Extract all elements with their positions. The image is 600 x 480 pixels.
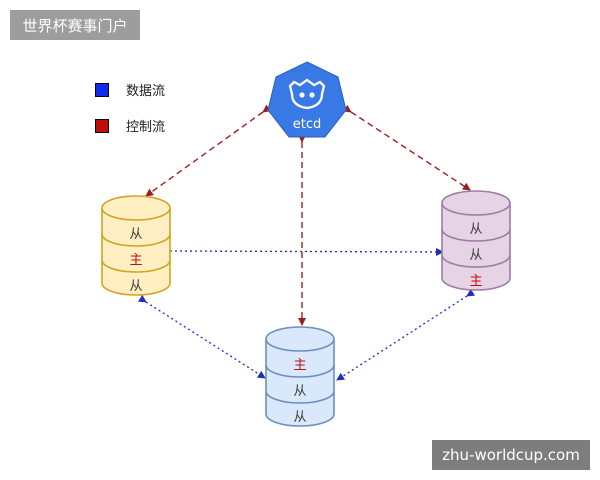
legend-swatch-control-flow <box>95 118 109 133</box>
node-left-role-3: 从 <box>129 279 142 294</box>
node-left-role-2: 主 <box>129 253 142 268</box>
etcd-robot-icon <box>288 78 326 110</box>
node-right: 从 从 主 <box>441 190 511 291</box>
data-flow-right-bottom <box>336 288 476 381</box>
node-right-role-1: 从 <box>469 222 482 237</box>
data-flow-left-bottom <box>137 294 266 379</box>
node-bottom-role-3: 从 <box>293 410 306 425</box>
node-left-role-1: 从 <box>129 227 142 242</box>
etcd-heptagon <box>267 61 347 138</box>
node-right-role-3: 主 <box>469 274 482 289</box>
control-flow-etcd-left <box>145 104 272 197</box>
legend-label-data-flow: 数据流 <box>126 84 166 99</box>
node-bottom-role-1: 主 <box>293 358 306 373</box>
watermark-text: zhu-worldcup.com <box>442 446 580 464</box>
site-banner: 世界杯赛事门户 <box>10 10 140 40</box>
legend-item-data-flow: 数据流 <box>95 80 165 99</box>
node-left: 从 主 从 <box>101 195 171 296</box>
data-flow-left-right <box>162 246 444 256</box>
node-bottom-role-2: 从 <box>293 384 306 399</box>
banner-title: 世界杯赛事门户 <box>22 16 128 35</box>
etcd-label: etcd <box>293 117 322 132</box>
node-bottom: 主 从 从 <box>265 326 335 427</box>
control-flow-etcd-right <box>342 104 471 191</box>
watermark: zhu-worldcup.com <box>432 440 590 470</box>
legend-swatch-data-flow <box>95 82 109 97</box>
node-right-role-2: 从 <box>469 248 482 263</box>
etcd-node: etcd <box>267 61 347 138</box>
